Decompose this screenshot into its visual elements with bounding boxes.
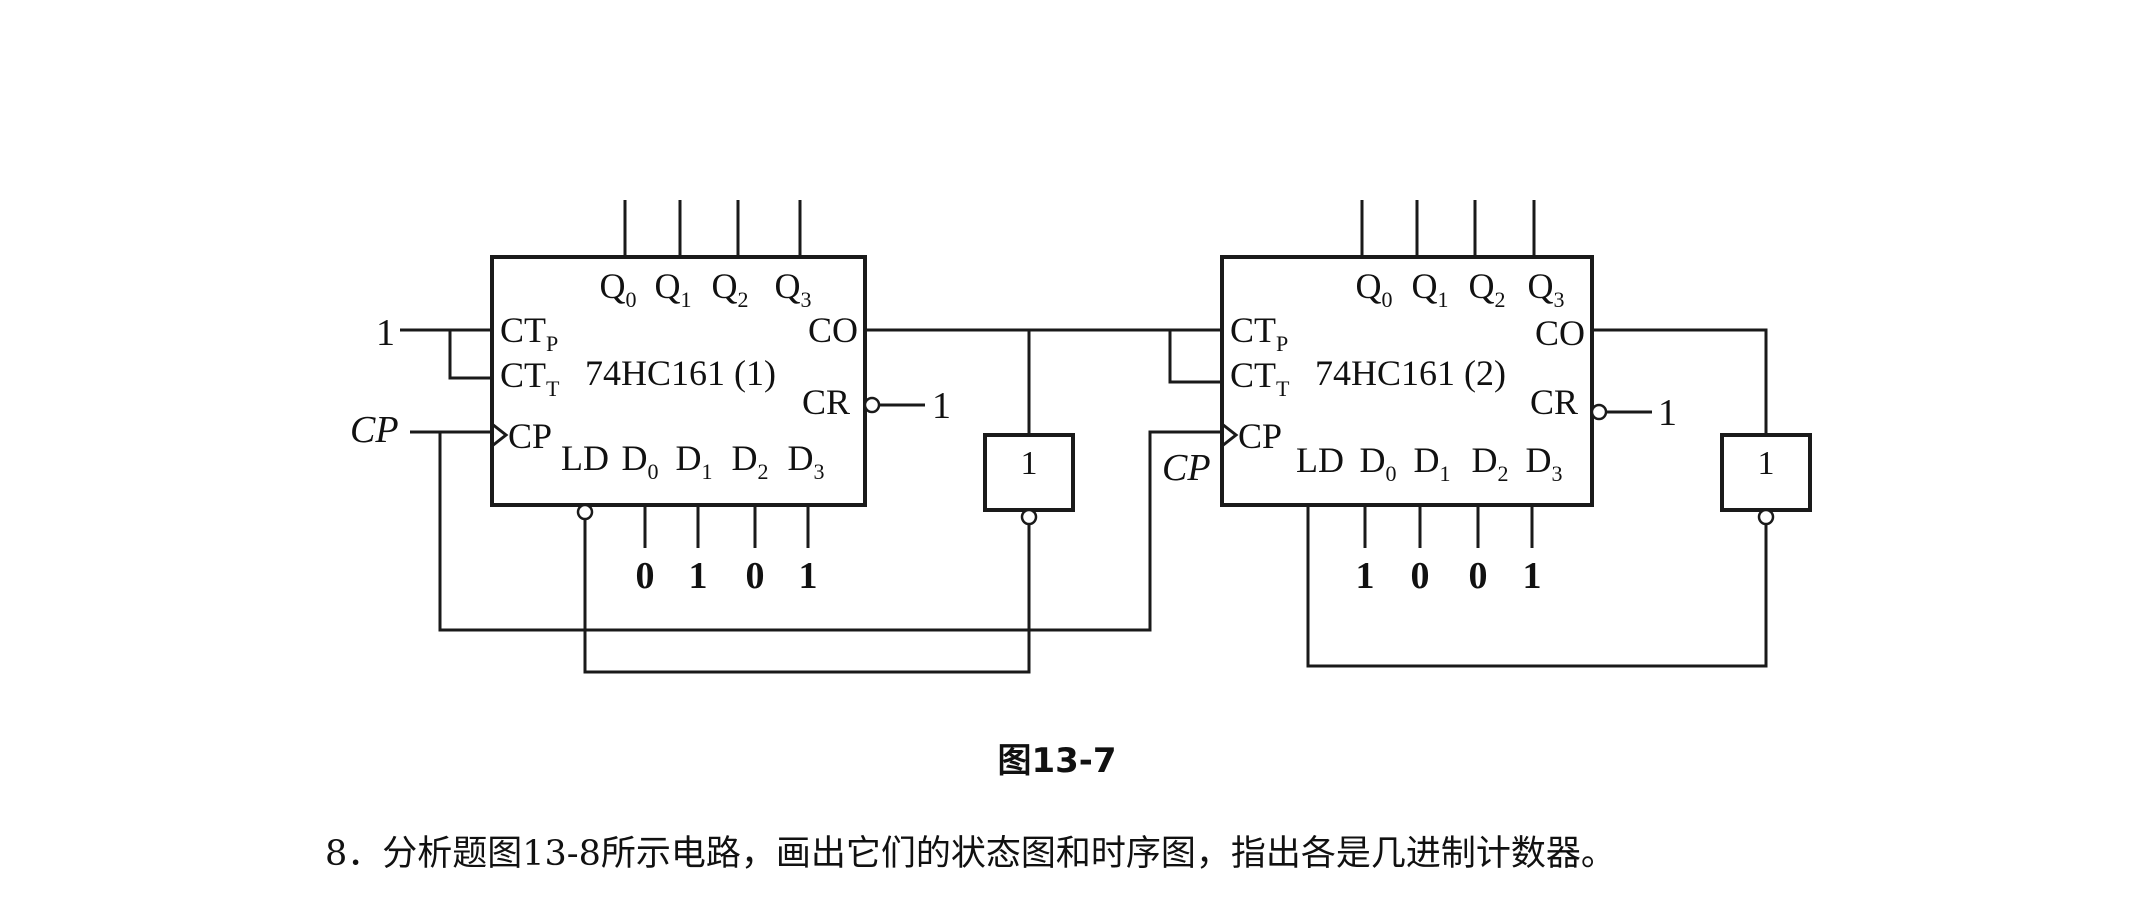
gate1-output-bubble [1020,508,1038,526]
chip2-clock-triangle [1221,422,1239,448]
chip2-d-input-pins [1363,505,1534,548]
chip1-d0-label: D0 [622,438,659,484]
chip1-ct-input-value: 1 [376,312,395,354]
chip2-ctt-label: CTT [1230,355,1290,401]
chip2-ctp-label: CTP [1230,310,1288,356]
chip2-cr-value: 1 [1658,392,1677,434]
chip1-q1-label: Q1 [655,266,692,312]
chip-74hc161-2: Q0 Q1 Q2 Q3 CTP CTT CP 74HC161 (2) CO CR… [1220,200,1677,597]
chip1-q0-label: Q0 [600,266,637,312]
gate2-to-ld2-wire [1306,505,1768,668]
chip2-co-label: CO [1535,313,1585,353]
gate2-label: 1 [1758,445,1775,482]
chip1-q3-label: Q3 [775,266,812,312]
chip2-q1-label: Q1 [1412,266,1449,312]
co2-to-gate2-wire [1592,328,1768,435]
chip1-body [490,255,867,507]
chip1-d3-value: 1 [799,555,818,597]
chip1-ld-label: LD [561,438,609,478]
chip1-name: 74HC161 (1) [585,353,776,393]
figure-caption: 图13-7 [997,741,1116,781]
chip1-d0-value: 0 [636,555,655,597]
chip2-d2-label: D2 [1472,440,1509,486]
chip2-ctt-wire [1168,330,1222,384]
chip2-q2-label: Q2 [1469,266,1506,312]
chip1-ld-inversion-bubble [576,503,594,521]
chip2-cr-label: CR [1530,382,1578,422]
chip2-cr-inversion-bubble [1590,403,1608,421]
chip1-ct-wires [400,328,492,380]
chip1-q2-label: Q2 [712,266,749,312]
gate1-label: 1 [1021,445,1038,482]
chip2-d2-value: 0 [1469,555,1488,597]
chip1-co-label: CO [808,310,858,350]
gate1-to-ld1-wire [583,519,1031,674]
clock-input-2: CP [1162,447,1211,489]
chip1-ctt-label: CTT [500,355,560,401]
chip2-q3-label: Q3 [1528,266,1565,312]
chip1-d2-label: D2 [732,438,769,484]
chip1-cp-label: CP [508,416,552,456]
chip1-d-input-pins [643,505,810,548]
chip1-q-output-pins [623,200,802,257]
clock-input-1: CP [350,409,399,451]
inverter-gate-1: 1 [983,433,1075,526]
chip1-d3-label: D3 [788,438,825,484]
chip2-q0-label: Q0 [1356,266,1393,312]
chip2-d1-value: 0 [1411,555,1430,597]
gate2-output-bubble [1757,508,1775,526]
chip2-body [1220,255,1594,507]
chip2-d0-label: D0 [1360,440,1397,486]
inverter-gate-2: 1 [1720,433,1812,526]
chip2-d0-value: 1 [1356,555,1375,597]
chip2-d3-value: 1 [1523,555,1542,597]
chip1-d1-label: D1 [676,438,713,484]
chip1-d2-value: 0 [746,555,765,597]
chip1-cr-value: 1 [932,385,951,427]
chip1-ctp-label: CTP [500,310,558,356]
clock-bus-wire [438,430,1222,632]
chip2-d1-label: D1 [1414,440,1451,486]
chip2-q-output-pins [1360,200,1536,257]
chip-74hc161-1: Q0 Q1 Q2 Q3 CTP CTT CP 74HC161 (1) CO CR… [490,200,951,597]
chip1-clock-triangle [491,422,509,448]
gate1-body [983,433,1075,512]
chip2-cp-label: CP [1238,416,1282,456]
chip2-name: 74HC161 (2) [1315,353,1506,393]
question-text: 8．分析题图13-8所示电路，画出它们的状态图和时序图，指出各是几进制计数器。 [325,834,1616,874]
chip1-d1-value: 1 [689,555,708,597]
chip2-ld-label: LD [1296,440,1344,480]
chip2-d3-label: D3 [1526,440,1563,486]
chip1-cr-label: CR [802,382,850,422]
chip1-cr-inversion-bubble [863,396,881,414]
